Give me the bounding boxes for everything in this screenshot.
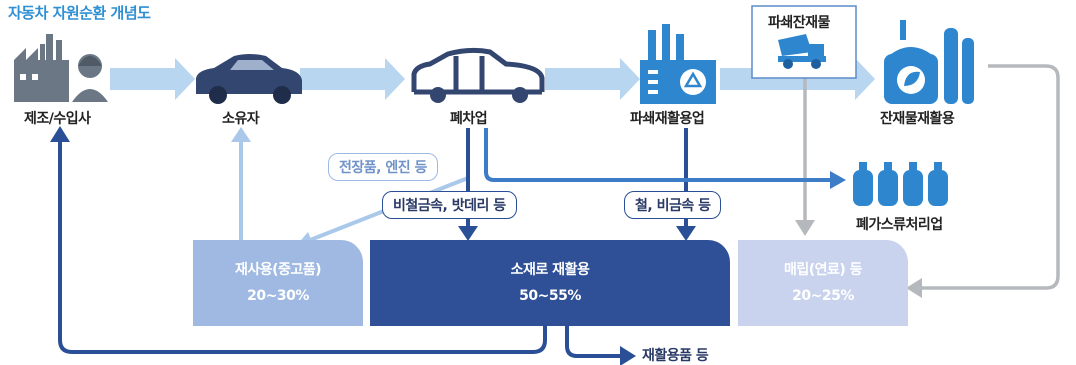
gas-flow-line bbox=[484, 128, 830, 182]
nonferrous-battery-tag: 비철금속, 밧데리 등 bbox=[382, 191, 517, 219]
parts-engine-tag: 전장품, 엔진 등 bbox=[328, 153, 438, 181]
car-icon bbox=[196, 54, 302, 104]
manufacturer-label: 제조/수입사 bbox=[24, 111, 91, 127]
dump-truck-icon bbox=[778, 34, 826, 69]
recycled-goods-label: 재활용품 등 bbox=[642, 348, 709, 364]
landfill-box: 매립(연료) 등 20~25% bbox=[738, 240, 908, 326]
arrowhead-material-left bbox=[458, 226, 478, 241]
gas-disposal-label: 폐가스류처리업 bbox=[856, 217, 943, 233]
owner-label: 소유자 bbox=[222, 111, 260, 127]
reuse-value: 20~30% bbox=[247, 288, 309, 304]
landfill-value: 20~25% bbox=[792, 288, 854, 304]
arrowhead-recycled bbox=[620, 346, 636, 365]
gas-arrowhead bbox=[830, 171, 846, 189]
page-title: 자동차 자원순환 개념도 bbox=[8, 4, 151, 22]
material-title: 소재로 재활용 bbox=[510, 262, 590, 278]
factory-worker-icon bbox=[14, 34, 108, 102]
reuse-box: 재사용(중고품) 20~30% bbox=[193, 240, 363, 326]
recycling-tank-icon bbox=[884, 20, 974, 104]
residue-recycler-label: 잔재물재활용 bbox=[880, 111, 955, 127]
dismantler-label: 폐차업 bbox=[450, 111, 488, 127]
arrowhead-manufacturer bbox=[50, 126, 70, 142]
arrowhead-material-right bbox=[676, 226, 696, 241]
material-value: 50~55% bbox=[519, 288, 581, 304]
gray-arrowhead-return bbox=[906, 278, 922, 298]
reuse-title: 재사용(중고품) bbox=[234, 262, 322, 278]
gas-cylinder-icon bbox=[853, 162, 948, 206]
shredder-label: 파쇄재활용업 bbox=[630, 111, 705, 127]
recycling-factory-icon bbox=[640, 24, 716, 104]
gray-flows bbox=[803, 64, 1060, 290]
owner-arrowhead bbox=[231, 127, 251, 142]
car-frame-icon bbox=[411, 47, 545, 103]
landfill-title: 매립(연료) 등 bbox=[783, 262, 863, 278]
gray-arrowhead-landfill bbox=[795, 220, 815, 236]
iron-nonferrous-tag: 철, 비금속 등 bbox=[624, 191, 722, 219]
material-recycling-box: 소재로 재활용 50~55% bbox=[370, 240, 730, 326]
residue-callout-label: 파쇄잔재물 bbox=[768, 15, 830, 31]
